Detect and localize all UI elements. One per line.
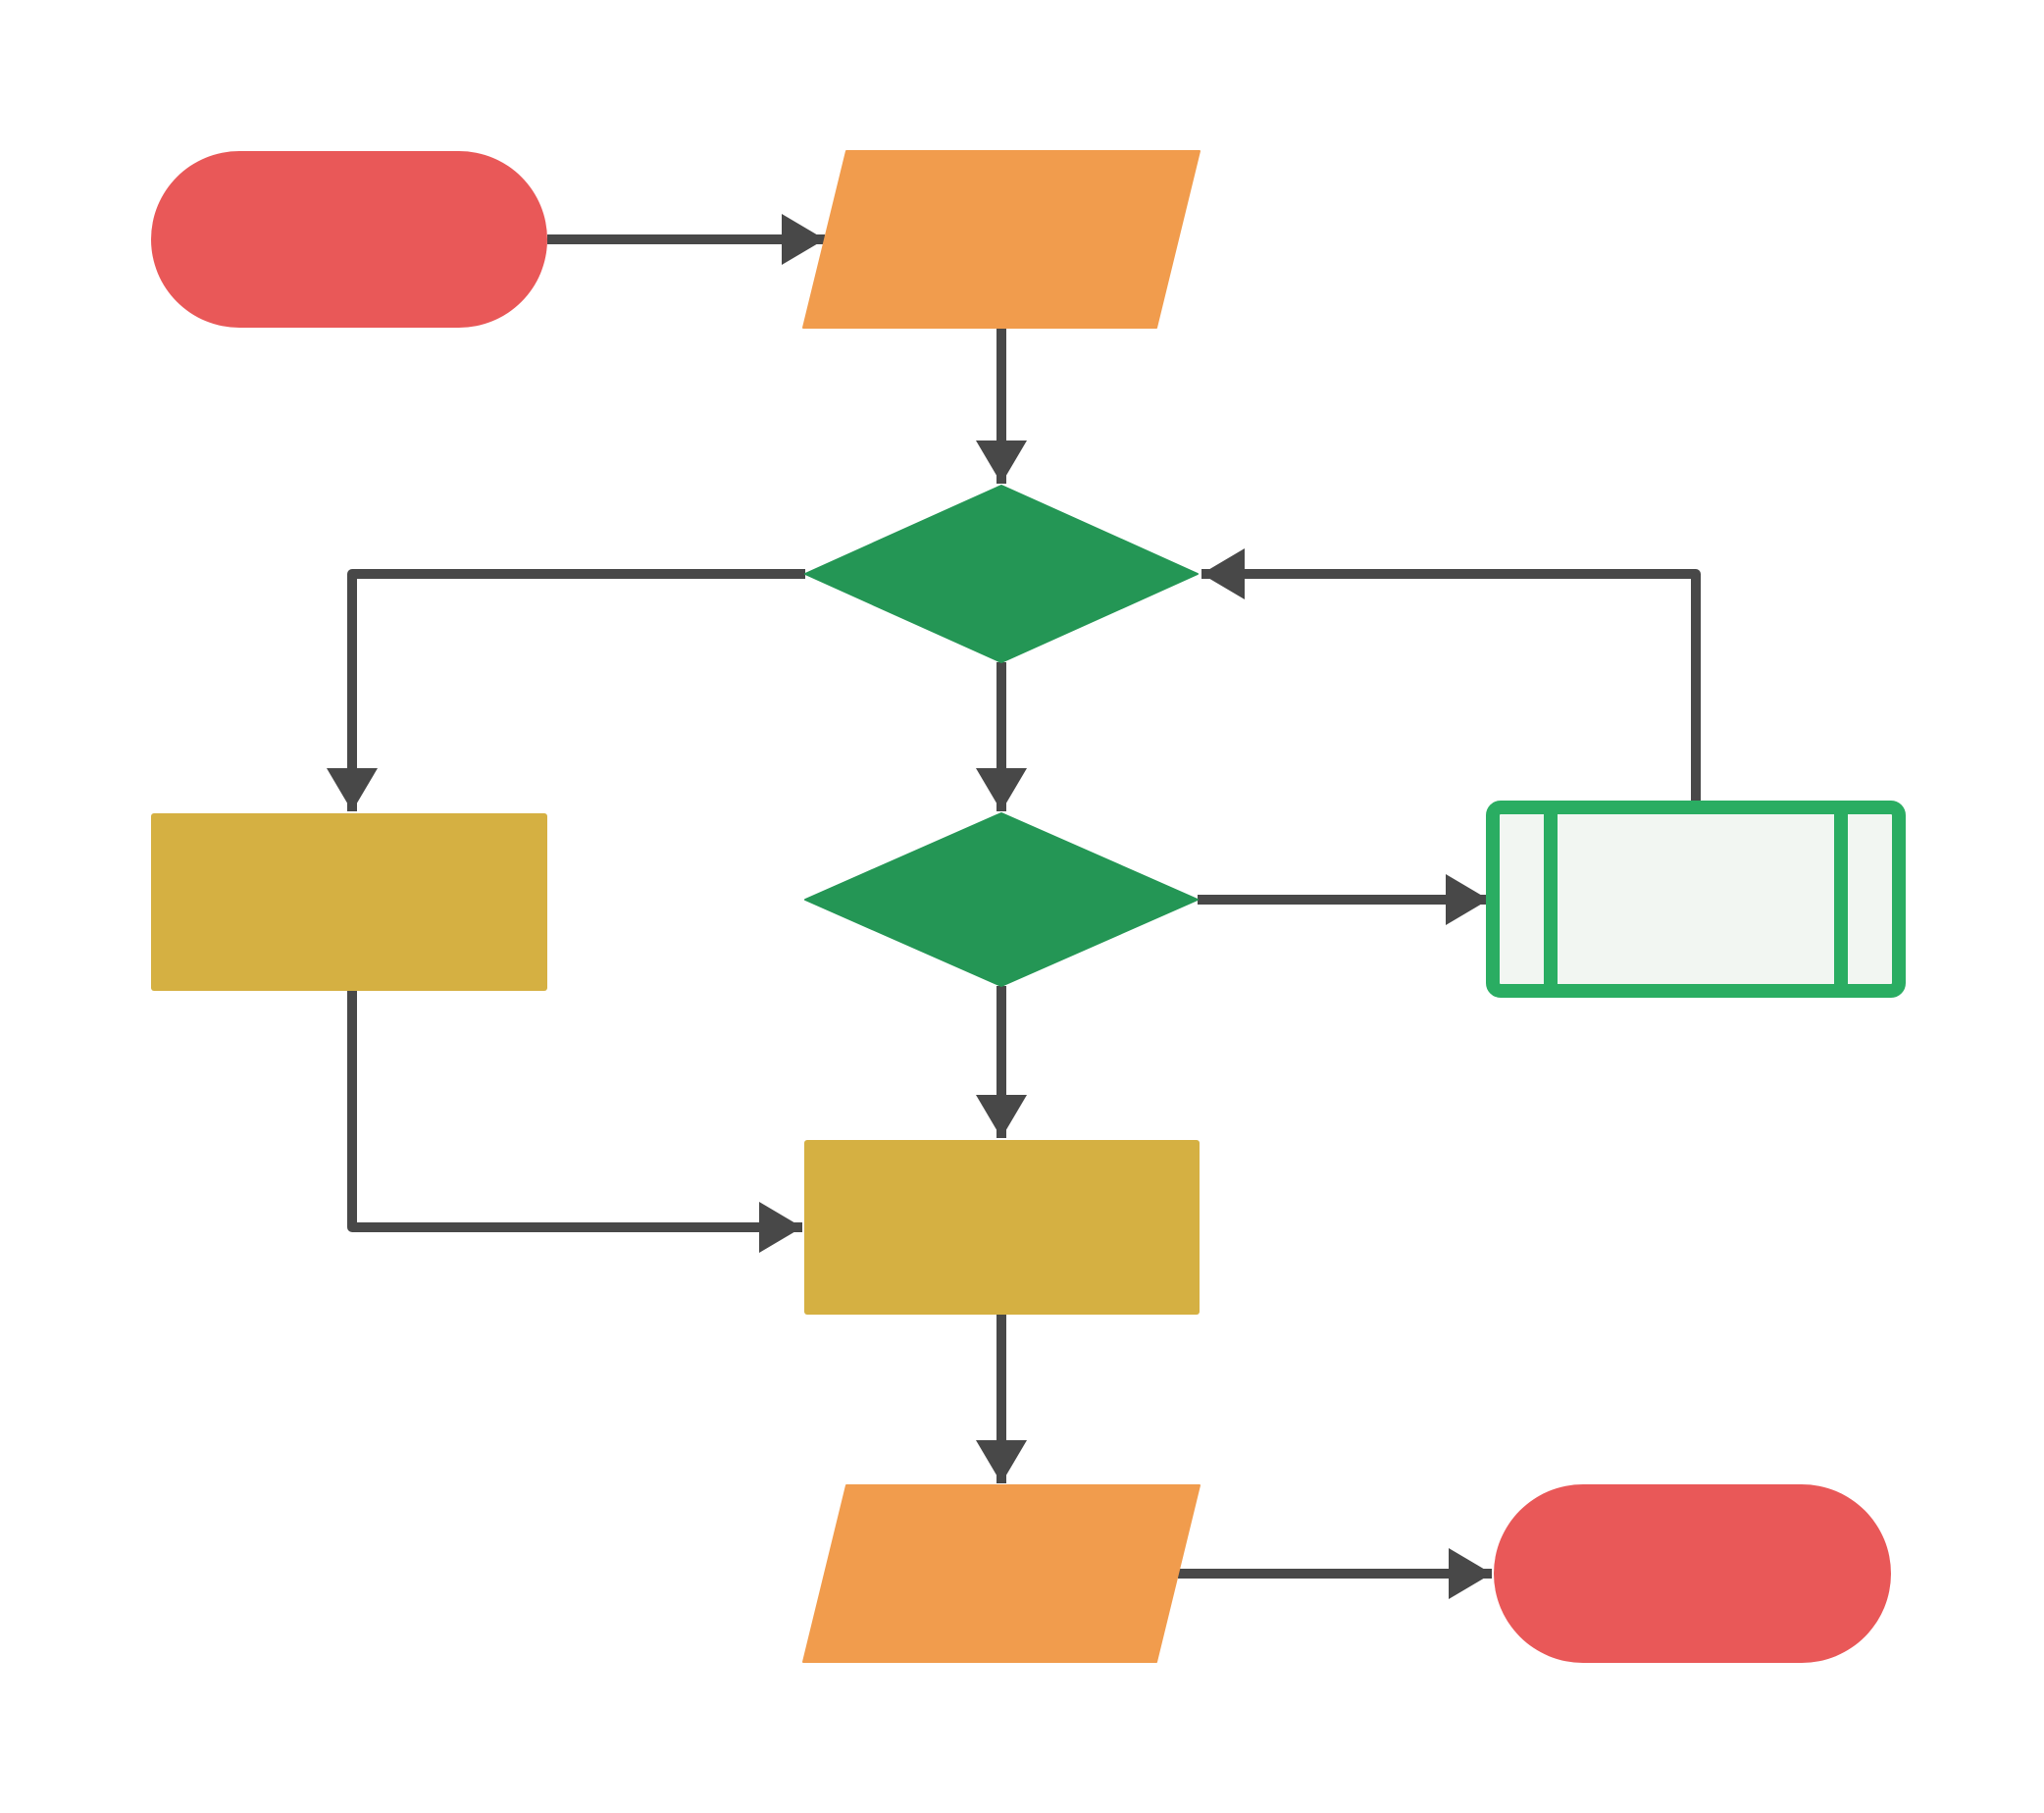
edges-layer <box>327 214 1701 1599</box>
edge-predefined-to-decision-1 <box>1201 548 1701 814</box>
input-output-top <box>802 150 1201 329</box>
decision-1 <box>804 485 1199 663</box>
predefined-process-body <box>1486 801 1906 998</box>
end-terminator <box>1494 1484 1891 1663</box>
decision-2 <box>804 812 1199 987</box>
nodes-layer <box>151 150 1906 1663</box>
predefined-process <box>1486 801 1906 998</box>
process-center <box>804 1140 1200 1315</box>
edge-process-left-to-process-center <box>347 991 802 1253</box>
input-output-bottom <box>802 1484 1201 1663</box>
process-left <box>151 813 547 991</box>
edge-decision-1-to-process-left <box>327 569 805 811</box>
start-terminator <box>151 151 547 328</box>
